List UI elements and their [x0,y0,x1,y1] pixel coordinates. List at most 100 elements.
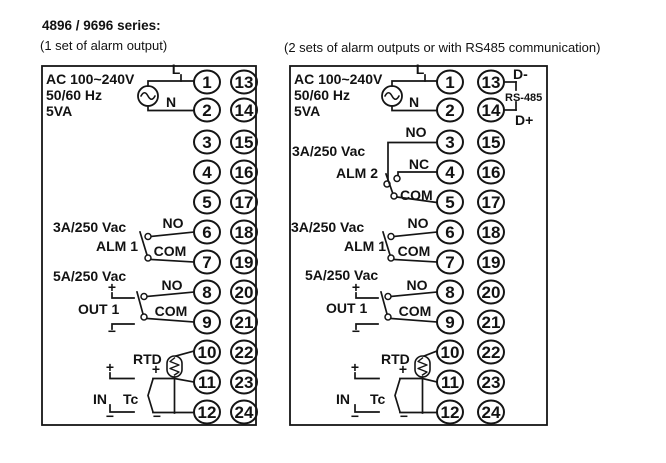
out1-section: 5A/250 Vac + OUT 1 − NO COM [305,267,438,339]
out1-no-label: NO [162,277,183,293]
svg-text:21: 21 [235,313,254,332]
tc-wire-plus [399,377,439,384]
alm1-com-label: COM [154,243,187,259]
terminal-8: 8 [436,279,464,305]
svg-text:7: 7 [445,253,454,272]
alm2-com-wire [396,196,438,204]
terminal-17: 17 [477,189,505,215]
svg-text:5: 5 [202,193,211,212]
out1-rating: 5A/250 Vac [53,268,126,284]
alm1-no-label: NO [408,215,429,231]
svg-text:16: 16 [235,163,254,182]
terminal-12: 12 [193,399,221,425]
terminal-5: 5 [193,189,221,215]
svg-text:12: 12 [198,403,217,422]
tc-label: Tc [123,391,139,407]
svg-text:14: 14 [482,101,501,120]
alm2-no-label: NO [406,124,427,140]
terminal-24: 24 [230,399,258,425]
wire-neutral [147,105,195,112]
terminal-7: 7 [436,249,464,275]
out1-minus-bracket [355,323,379,330]
terminal-17: 17 [230,189,258,215]
out1-no-label: NO [407,277,428,293]
svg-text:8: 8 [445,283,454,302]
svg-text:2: 2 [202,101,211,120]
terminal-23: 23 [230,369,258,395]
alm1-no-wire [150,231,195,238]
svg-text:15: 15 [482,133,501,152]
wiring-diagram-2-alarms-rs485: AC 100~240V 50/60 Hz 5VA L N D- RS-485 D… [289,64,548,426]
sensor-section: RTD + − Tc IN + − [336,349,439,424]
in-plus-bracket [109,372,135,380]
terminal-4: 4 [436,159,464,185]
svg-text:16: 16 [482,163,501,182]
svg-text:19: 19 [482,253,501,272]
alm1-name: ALM 1 [96,238,138,254]
out1-minus: − [108,323,116,339]
alm1-com-label: COM [398,243,431,259]
svg-text:8: 8 [202,283,211,302]
terminal-15: 15 [477,129,505,155]
terminal-8: 8 [193,279,221,305]
svg-text:22: 22 [235,343,254,362]
out1-switch-icon [379,290,392,321]
alm1-section: 3A/250 Vac NO ALM 1 COM [291,215,438,263]
diagram-border [289,65,548,426]
terminal-11: 11 [436,369,464,395]
out1-name: OUT 1 [326,300,367,316]
out1-plus: + [108,279,116,295]
terminal-9: 9 [436,309,464,335]
rtd-wire-top [422,349,439,358]
terminal-24: 24 [477,399,505,425]
in-minus: − [106,408,114,424]
svg-text:14: 14 [235,101,254,120]
svg-text:10: 10 [198,343,217,362]
terminal-11: 11 [193,369,221,395]
alm1-section: 3A/250 Vac NO ALM 1 COM [53,215,195,263]
svg-text:13: 13 [235,73,254,92]
rtd-wire-top [174,349,196,358]
terminal-12: 12 [436,399,464,425]
svg-text:20: 20 [235,283,254,302]
d-plus-label: D+ [515,112,533,128]
terminal-column-inner: 1 2 3 4 5 6 7 8 9 10 11 12 [193,69,221,425]
svg-text:6: 6 [445,223,454,242]
out1-no-wire [146,291,195,298]
svg-text:15: 15 [235,133,254,152]
alm2-nc-label: NC [409,156,429,172]
in-minus-bracket [354,404,380,413]
terminal-2: 2 [193,97,221,123]
rtd-label: RTD [381,351,410,367]
tc-minus: − [153,408,161,424]
svg-text:23: 23 [482,373,501,392]
caption-right-diagram: (2 sets of alarm outputs or with RS485 c… [284,40,601,55]
out1-section: 5A/250 Vac + OUT 1 − NO COM [53,268,195,339]
power-section: AC 100~240V 50/60 Hz 5VA L N [294,64,438,119]
svg-text:18: 18 [482,223,501,242]
terminal-4: 4 [193,159,221,185]
rs485-label: RS-485 [505,92,542,104]
terminal-1: 1 [193,69,221,95]
alm1-switch-icon [138,230,152,262]
svg-text:17: 17 [235,193,254,212]
alm1-rating: 3A/250 Vac [53,219,126,235]
terminal-20: 20 [230,279,258,305]
alm1-name: ALM 1 [344,238,386,254]
power-section: AC 100~240V 50/60 Hz 5VA L N [46,64,195,119]
alm1-no-wire [393,231,438,238]
terminal-column-outer: 13 14 15 16 17 18 19 20 21 22 23 24 [477,69,505,425]
rtd-resistor-icon [166,355,183,378]
terminal-14: 14 [230,97,258,123]
alm2-nc-wire [397,171,438,177]
out1-switch-icon [135,290,148,321]
terminal-18: 18 [477,219,505,245]
tc-plus: + [152,361,160,377]
power-spec-line2: 50/60 Hz [294,87,350,103]
svg-text:5: 5 [445,193,454,212]
power-spec-line3: 5VA [46,103,72,119]
rs485-section: D- RS-485 D+ [503,66,542,128]
alm2-name: ALM 2 [336,165,378,181]
out1-minus-bracket [111,323,135,330]
alm2-switch-icon [383,172,401,200]
